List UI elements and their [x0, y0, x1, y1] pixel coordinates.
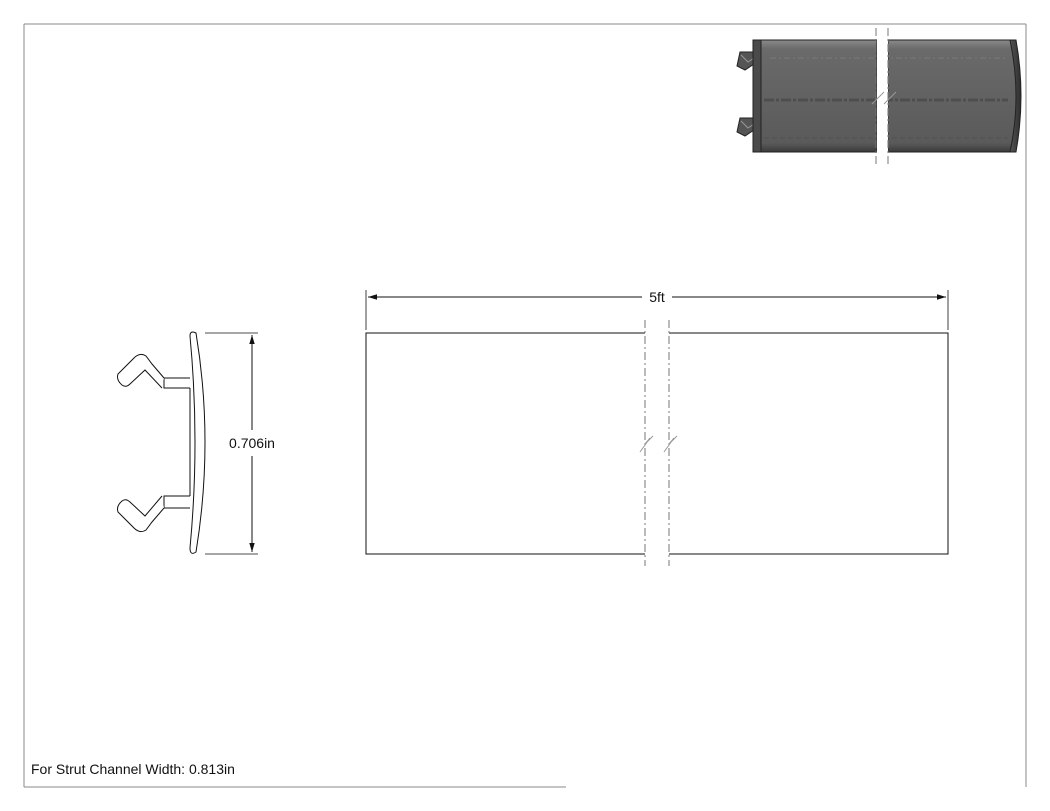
- front-view: [365, 320, 949, 566]
- sheet-border: [23, 23, 1027, 788]
- height-dimension: [205, 332, 258, 555]
- length-dimension: [365, 290, 949, 330]
- length-dimension-label: 5ft: [649, 289, 665, 305]
- profile-view: [117, 331, 206, 554]
- iso-view: [736, 28, 1022, 164]
- height-dimension-label: 0.706in: [229, 435, 275, 451]
- strut-channel-caption: For Strut Channel Width: 0.813in: [31, 761, 235, 777]
